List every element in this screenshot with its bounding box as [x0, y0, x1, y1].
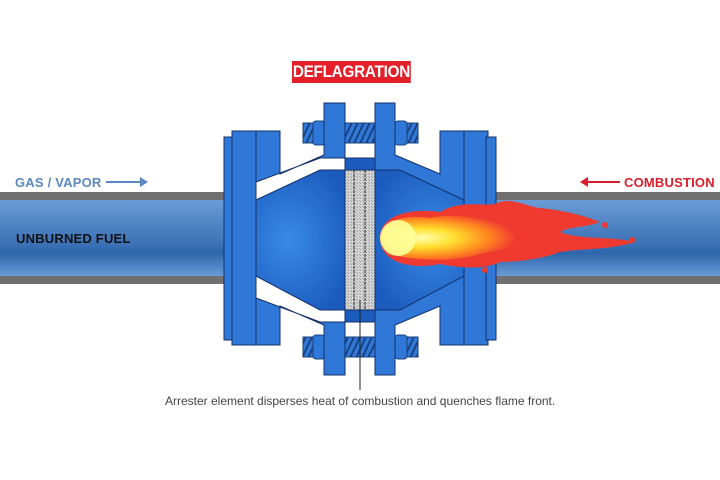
arrow-right-icon [106, 177, 148, 187]
outlet-label: COMBUSTION [624, 175, 715, 190]
arrester-element [344, 169, 376, 311]
flame-icon [380, 200, 635, 273]
inlet-pipe [0, 192, 226, 284]
pipe-content-label: UNBURNED FUEL [16, 231, 131, 246]
caption: Arrester element disperses heat of combu… [165, 394, 556, 408]
arrow-left-icon [580, 177, 620, 187]
top-bolt [302, 120, 419, 146]
inlet-label: GAS / VAPOR [15, 175, 102, 190]
diagram-title: DEFLAGRATION [292, 61, 411, 83]
